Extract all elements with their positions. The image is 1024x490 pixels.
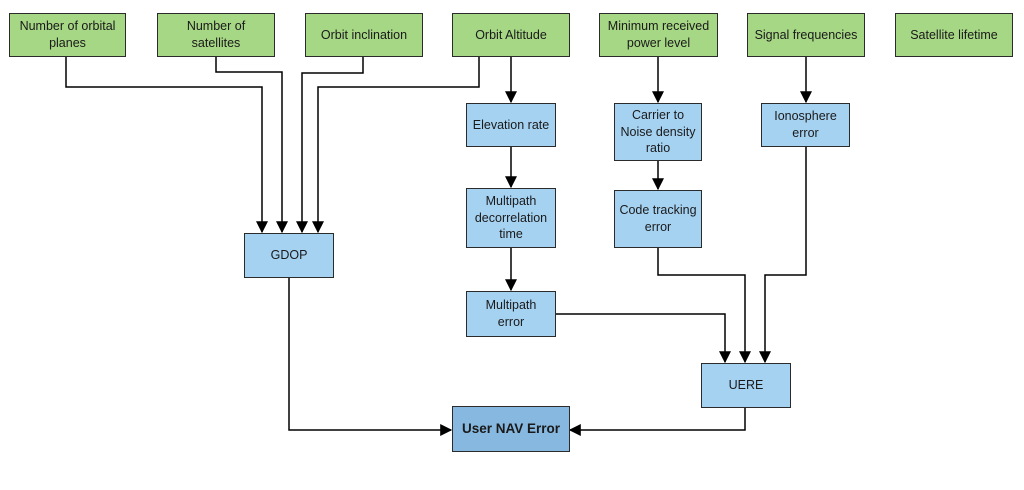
node-label: Multipath decorrelation time: [474, 193, 548, 242]
node-signal-frequencies: Signal frequencies: [747, 13, 865, 57]
node-multipath-decorrelation-time: Multipath decorrelation time: [466, 188, 556, 248]
node-label: Multipath error: [485, 298, 537, 329]
node-orbit-inclination: Orbit inclination: [305, 13, 423, 57]
edge-gdop-to-user-nav-error: [288, 278, 453, 436]
edge-altitude-to-gdop: [312, 57, 480, 234]
node-label: GDOP: [270, 248, 308, 263]
node-label: Ionosphere error: [774, 109, 837, 140]
node-label: User NAV Error: [461, 420, 561, 436]
node-ionosphere-error: Ionosphere error: [761, 103, 850, 147]
node-label: UERE: [728, 378, 764, 393]
node-gdop: GDOP: [244, 233, 334, 278]
node-label: Carrier to Noise density ratio: [620, 107, 696, 156]
edge-inclination-to-gdop: [296, 57, 364, 234]
edge-orbital-planes-to-gdop: [65, 57, 268, 234]
edge-multipath-error-to-uere: [556, 313, 731, 364]
node-uere: UERE: [701, 363, 791, 408]
node-elevation-rate: Elevation rate: [466, 103, 556, 147]
edge-satellites-to-gdop: [215, 57, 288, 234]
node-label: Satellite lifetime: [910, 27, 998, 42]
node-satellite-lifetime: Satellite lifetime: [895, 13, 1013, 57]
node-label: Number of satellites: [186, 19, 246, 50]
node-label: Orbit inclination: [320, 27, 408, 42]
node-minimum-received-power-level: Minimum received power level: [599, 13, 718, 57]
node-label: Code tracking error: [619, 203, 697, 234]
node-user-nav-error: User NAV Error: [452, 406, 570, 452]
node-number-of-satellites: Number of satellites: [157, 13, 275, 57]
node-multipath-error: Multipath error: [466, 291, 556, 337]
edge-ionosphere-to-uere: [759, 147, 807, 364]
edge-uere-to-user-nav-error: [568, 408, 746, 436]
node-code-tracking-error: Code tracking error: [614, 190, 702, 248]
node-orbit-altitude: Orbit Altitude: [452, 13, 570, 57]
edge-code-tracking-to-uere: [657, 248, 751, 364]
node-label: Signal frequencies: [754, 27, 858, 42]
node-carrier-to-noise-density-ratio: Carrier to Noise density ratio: [614, 103, 702, 161]
node-label: Elevation rate: [472, 117, 550, 132]
node-label: Minimum received power level: [607, 19, 710, 50]
node-label: Orbit Altitude: [475, 27, 547, 42]
node-label: Number of orbital planes: [19, 19, 116, 50]
node-number-of-orbital-planes: Number of orbital planes: [9, 13, 126, 57]
